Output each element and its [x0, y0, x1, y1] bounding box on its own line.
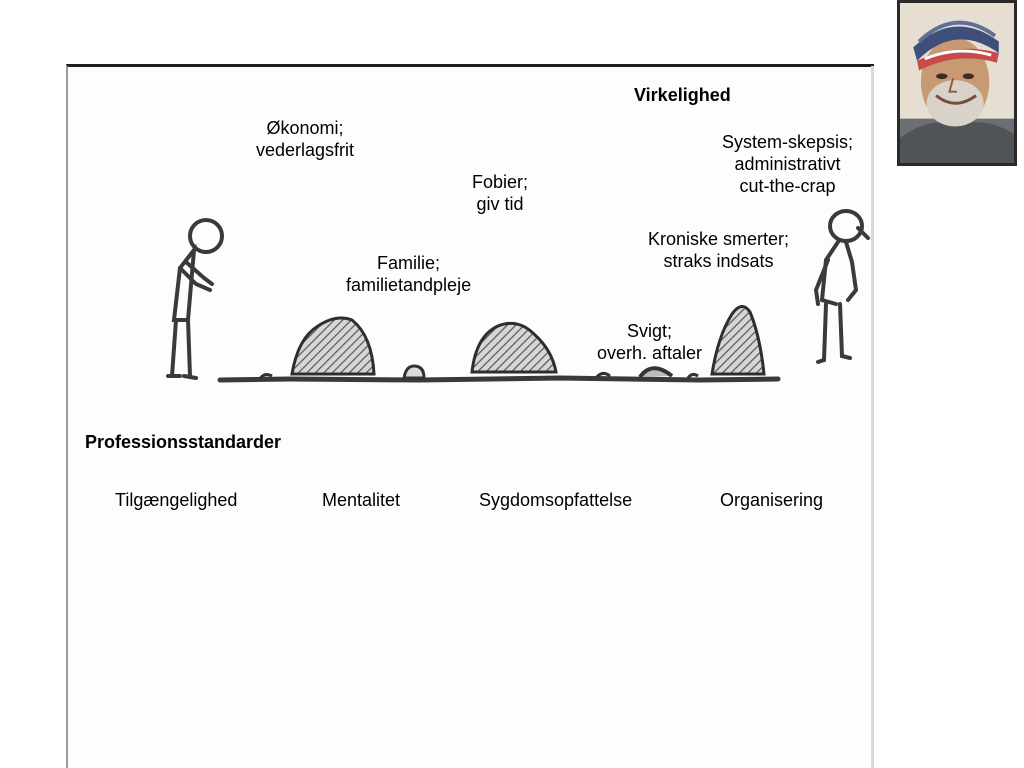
- pebble-1: [404, 366, 424, 378]
- rock-1: [292, 318, 374, 374]
- rock-2: [472, 323, 556, 372]
- standards-heading: Professionsstandarder: [85, 431, 281, 453]
- portrait-image: [897, 0, 1017, 166]
- stick-figure-left: [168, 220, 222, 378]
- label-okonomi: Økonomi; vederlagsfrit: [256, 117, 354, 161]
- standard-sygdomsopfattelse: Sygdomsopfattelse: [479, 489, 632, 511]
- label-svigt: Svigt; overh. aftaler: [597, 320, 702, 364]
- standard-tilgaengelighed: Tilgængelighed: [115, 489, 237, 511]
- label-kroniske: Kroniske smerter; straks indsats: [648, 228, 789, 272]
- standard-mentalitet: Mentalitet: [322, 489, 400, 511]
- reality-heading: Virkelighed: [634, 84, 731, 106]
- label-system: System-skepsis; administrativt cut-the-c…: [722, 131, 853, 197]
- ground-line: [220, 378, 778, 380]
- standard-organisering: Organisering: [720, 489, 823, 511]
- stick-figure-right: [816, 211, 868, 362]
- label-familie: Familie; familietandpleje: [346, 252, 471, 296]
- rock-3: [712, 306, 764, 374]
- label-fobier: Fobier; giv tid: [472, 171, 528, 215]
- pebble-4: [640, 368, 672, 377]
